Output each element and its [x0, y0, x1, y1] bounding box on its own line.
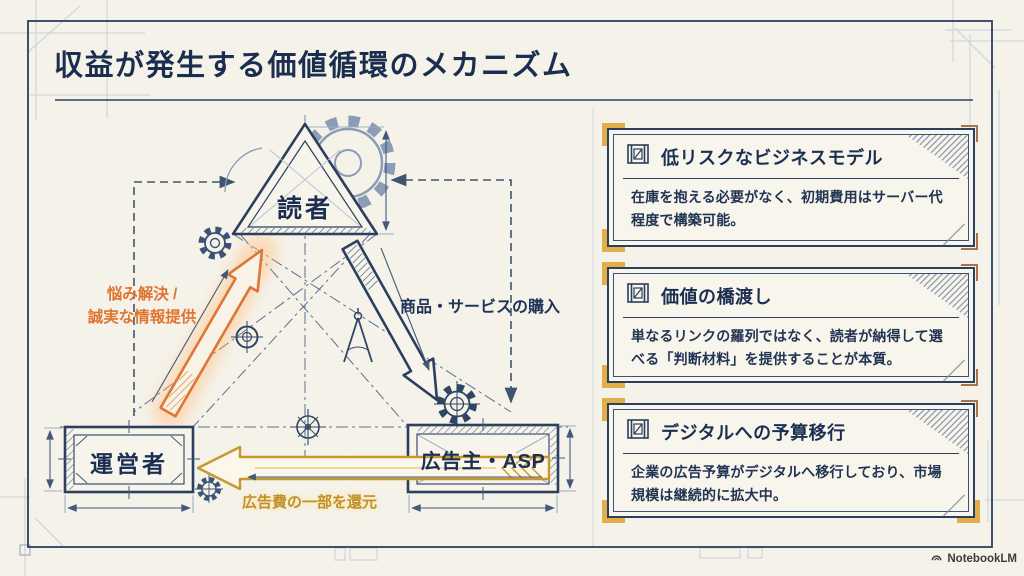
gear-small-icon	[195, 475, 223, 503]
footer-brand: NotebookLM	[930, 551, 1017, 566]
card-title: 低リスクなビジネスモデル	[661, 147, 883, 168]
corner-accent-brown-br	[961, 369, 978, 386]
corner-accent-gold-tl	[602, 398, 625, 421]
corner-accent-gold-bl	[602, 365, 625, 388]
frame-border	[27, 20, 993, 548]
operator-node-shape	[58, 420, 200, 499]
card-header: 価値の橋渡し	[623, 276, 959, 318]
card-body: 単なるリンクの羅列ではなく、読者が納得して選べる「判断材料」を提供することが本質…	[631, 328, 943, 367]
benefit-card-value-bridge: 価値の橋渡し 単なるリンクの羅列ではなく、読者が納得して選べる「判断材料」を提供…	[602, 262, 978, 388]
corner-accent-brown-tr	[961, 400, 978, 417]
notebooklm-logo-icon	[930, 551, 943, 566]
corner-accent-gold-tl	[602, 262, 625, 285]
footer-brand-label: NotebookLM	[947, 552, 1017, 565]
card-body: 在庫を抱える必要がなく、初期費用はサーバー代程度で構築可能。	[631, 189, 943, 228]
card-header: デジタルへの予算移行	[623, 412, 959, 454]
gear-icon	[198, 226, 232, 260]
flow-label-solve: 悩み解決 / 誠実な情報提供	[62, 283, 222, 330]
operator-node-label: 運営者	[90, 451, 168, 477]
benefit-card-budget-shift: デジタルへの予算移行 企業の広告予算がデジタルへ移行しており、市場規模は継続的に…	[602, 398, 980, 523]
dimension-lines	[44, 126, 576, 513]
flow-label-solve-line2: 誠実な情報提供	[87, 309, 197, 327]
flow-label-solve-line1: 悩み解決 /	[106, 286, 178, 303]
card-title: デジタルへの予算移行	[661, 422, 846, 443]
card-header: 低リスクなビジネスモデル	[623, 137, 959, 179]
blueprint-icon	[625, 142, 651, 171]
dashed-circuit-lines	[133, 173, 518, 416]
flow-label-kickback: 広告費の一部を還元	[241, 494, 377, 511]
orange-arrow-solve	[151, 248, 264, 418]
corner-accent-gold-br	[957, 500, 980, 523]
corner-accent-brown-tr	[961, 125, 978, 142]
benefit-card-low-risk: 低リスクなビジネスモデル 在庫を抱える必要がなく、初期費用はサーバー代程度で構築…	[602, 123, 978, 252]
blueprint-icon	[625, 417, 651, 446]
card-title: 価値の橋渡し	[661, 286, 772, 307]
reader-node-shape	[231, 122, 379, 236]
blueprint-icon	[625, 281, 651, 310]
page-title: 収益が発生する価値循環のメカニズム	[54, 50, 573, 82]
reader-node-label: 読者	[276, 195, 333, 223]
corner-accent-gold-bl	[602, 229, 625, 252]
corner-accent-brown-tr	[961, 264, 978, 281]
gear-crosshair-icon	[434, 381, 480, 427]
advertiser-node-label: 広告主・ASP	[420, 451, 546, 473]
corner-accent-gold-tl	[602, 123, 625, 146]
flow-label-purchase: 商品・サービスの購入	[400, 299, 561, 316]
compass-rose-icon	[290, 409, 326, 445]
card-body: 企業の広告予算がデジタルへ移行しており、市場規模は継続的に拡大中。	[631, 464, 942, 503]
gold-arrow-kickback	[196, 445, 551, 491]
compass-divider-icon	[343, 308, 373, 363]
navy-arrow-purchase	[341, 239, 439, 402]
corner-accent-brown-br	[961, 233, 978, 250]
corner-accent-gold-bl	[602, 500, 625, 523]
target-icon	[231, 321, 263, 353]
